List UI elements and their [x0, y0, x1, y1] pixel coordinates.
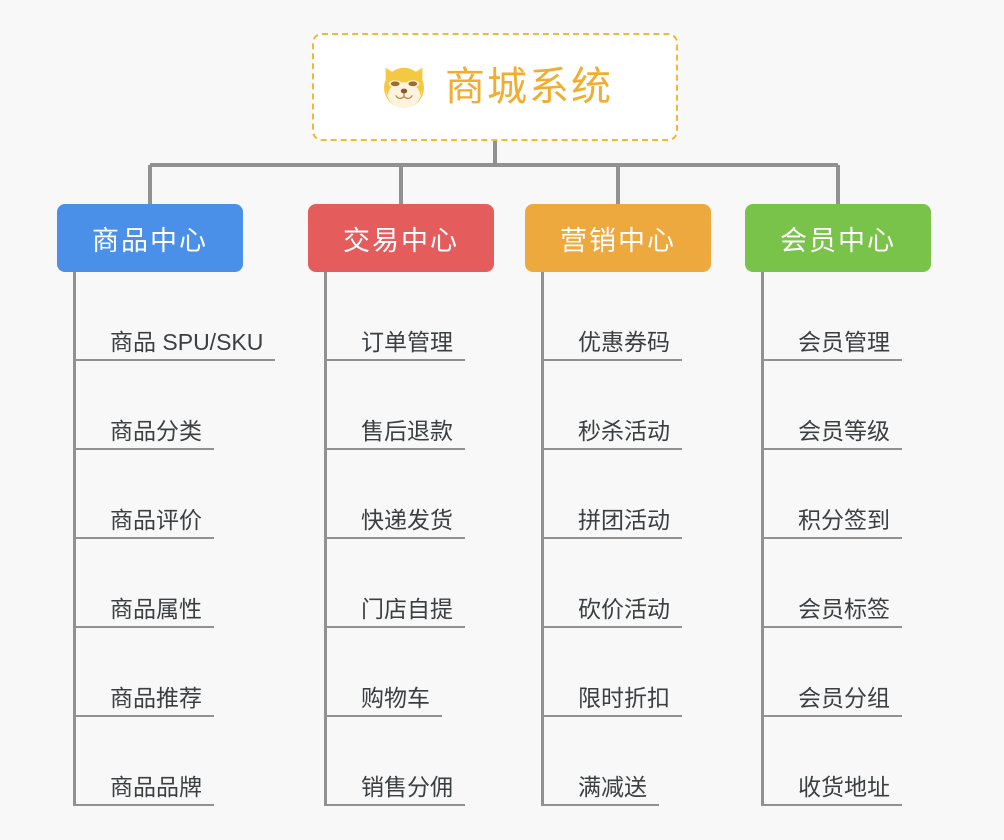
leaf-label: 会员标签: [798, 595, 890, 622]
leaf-underline: [327, 715, 442, 717]
branch-header-3[interactable]: 营销中心: [525, 204, 711, 272]
leaf-label: 销售分佣: [361, 773, 453, 800]
leaf-label: 拼团活动: [578, 506, 670, 533]
shiba-dog-face-icon: [384, 67, 424, 108]
leaf-label: 购物车: [361, 684, 430, 711]
leaf-underline: [76, 804, 214, 806]
leaf-label: 商品推荐: [110, 684, 202, 711]
leaf-label: 会员分组: [798, 684, 890, 711]
leaf-label: 商品品牌: [110, 773, 202, 800]
root-node[interactable]: 商城系统: [312, 33, 678, 141]
leaf-list-2: 订单管理 售后退款 快递发货 门店自提 购物车 销售分佣: [324, 272, 494, 806]
leaf-item[interactable]: 会员分组: [764, 628, 931, 717]
leaf-label: 商品属性: [110, 595, 202, 622]
leaf-underline: [764, 715, 902, 717]
leaf-label: 收货地址: [798, 773, 890, 800]
leaf-underline: [76, 537, 214, 539]
leaf-list-4: 会员管理 会员等级 积分签到 会员标签 会员分组 收货地址: [761, 272, 931, 806]
leaf-list-3: 优惠券码 秒杀活动 拼团活动 砍价活动 限时折扣 满减送: [541, 272, 711, 806]
leaf-item[interactable]: 商品推荐: [76, 628, 263, 717]
leaf-item[interactable]: 会员标签: [764, 539, 931, 628]
leaf-item[interactable]: 商品评价: [76, 450, 263, 539]
branch-column-3: 营销中心 优惠券码 秒杀活动 拼团活动 砍价活动 限时折扣: [525, 204, 711, 806]
leaf-underline: [76, 715, 214, 717]
leaf-label: 限时折扣: [578, 684, 670, 711]
leaf-item[interactable]: 会员等级: [764, 361, 931, 450]
leaf-item[interactable]: 商品属性: [76, 539, 263, 628]
leaf-item[interactable]: 限时折扣: [544, 628, 711, 717]
leaf-item[interactable]: 收货地址: [764, 717, 931, 806]
leaf-item[interactable]: 售后退款: [327, 361, 494, 450]
leaf-underline: [764, 537, 902, 539]
leaf-item[interactable]: 销售分佣: [327, 717, 494, 806]
leaf-label: 秒杀活动: [578, 417, 670, 444]
leaf-item[interactable]: 拼团活动: [544, 450, 711, 539]
leaf-list-1: 商品 SPU/SKU 商品分类 商品评价 商品属性 商品推荐 商品品牌: [73, 272, 275, 806]
leaf-item[interactable]: 门店自提: [327, 539, 494, 628]
leaf-underline: [327, 804, 465, 806]
leaf-underline: [544, 448, 682, 450]
leaf-underline: [327, 448, 465, 450]
leaf-underline: [327, 359, 465, 361]
leaf-label: 商品分类: [110, 417, 202, 444]
branch-column-2: 交易中心 订单管理 售后退款 快递发货 门店自提 购物车: [308, 204, 494, 806]
leaf-label: 商品评价: [110, 506, 202, 533]
leaf-label: 售后退款: [361, 417, 453, 444]
branch-column-1: 商品中心 商品 SPU/SKU 商品分类 商品评价 商品属性 商品推荐: [57, 204, 275, 806]
leaf-item[interactable]: 商品分类: [76, 361, 263, 450]
leaf-label: 快递发货: [361, 506, 453, 533]
leaf-item[interactable]: 快递发货: [327, 450, 494, 539]
leaf-underline: [544, 715, 682, 717]
leaf-underline: [544, 626, 682, 628]
leaf-underline: [764, 359, 902, 361]
leaf-label: 订单管理: [361, 328, 453, 355]
leaf-underline: [327, 537, 465, 539]
branch-column-4: 会员中心 会员管理 会员等级 积分签到 会员标签 会员分组: [745, 204, 931, 806]
leaf-item[interactable]: 满减送: [544, 717, 711, 806]
leaf-underline: [76, 448, 214, 450]
leaf-underline: [76, 359, 275, 361]
leaf-label: 优惠券码: [578, 328, 670, 355]
leaf-label: 门店自提: [361, 595, 453, 622]
leaf-label: 积分签到: [798, 506, 890, 533]
leaf-item[interactable]: 秒杀活动: [544, 361, 711, 450]
leaf-item[interactable]: 会员管理: [764, 272, 931, 361]
leaf-item[interactable]: 商品 SPU/SKU: [76, 272, 275, 361]
leaf-underline: [764, 448, 902, 450]
leaf-label: 满减送: [578, 773, 647, 800]
leaf-label: 商品 SPU/SKU: [110, 328, 264, 355]
leaf-underline: [764, 804, 902, 806]
branch-header-4[interactable]: 会员中心: [745, 204, 931, 272]
leaf-item[interactable]: 商品品牌: [76, 717, 263, 806]
leaf-underline: [327, 626, 465, 628]
leaf-item[interactable]: 购物车: [327, 628, 494, 717]
leaf-underline: [544, 359, 682, 361]
leaf-label: 会员管理: [798, 328, 890, 355]
leaf-item[interactable]: 砍价活动: [544, 539, 711, 628]
leaf-item[interactable]: 优惠券码: [544, 272, 711, 361]
leaf-underline: [76, 626, 214, 628]
leaf-underline: [544, 537, 682, 539]
branch-header-1[interactable]: 商品中心: [57, 204, 243, 272]
leaf-label: 砍价活动: [578, 595, 670, 622]
leaf-item[interactable]: 订单管理: [327, 272, 494, 361]
leaf-item[interactable]: 积分签到: [764, 450, 931, 539]
branch-header-2[interactable]: 交易中心: [308, 204, 494, 272]
leaf-underline: [544, 804, 659, 806]
leaf-underline: [764, 626, 902, 628]
leaf-label: 会员等级: [798, 417, 890, 444]
root-title: 商城系统: [445, 65, 613, 109]
